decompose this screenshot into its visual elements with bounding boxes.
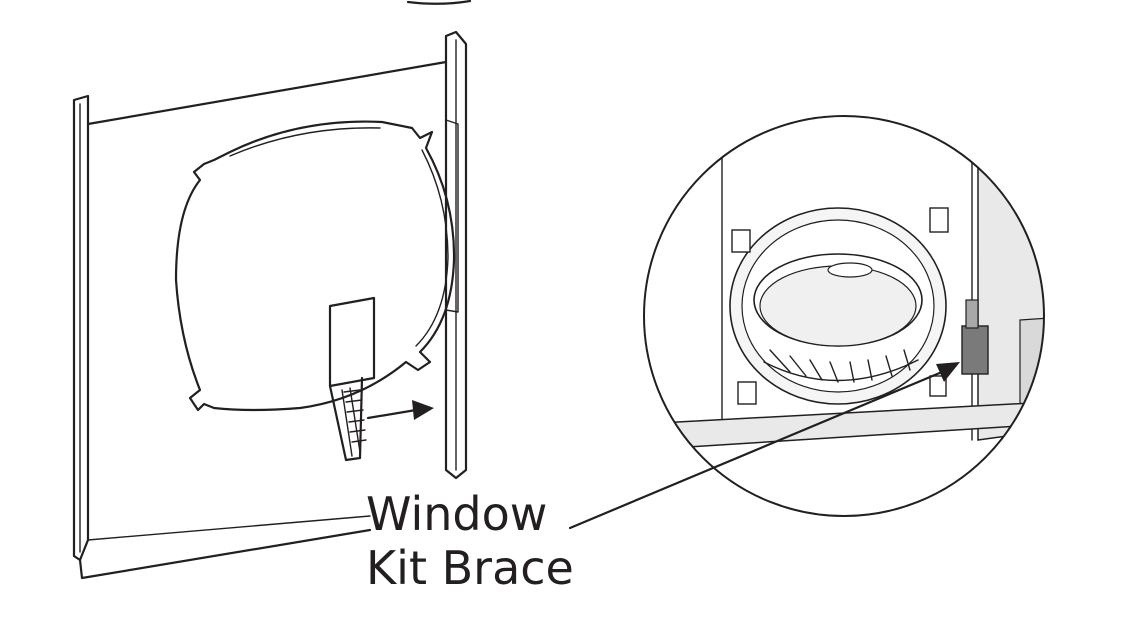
panel-top-edge <box>86 60 448 126</box>
insertion-arrow <box>366 400 434 420</box>
right-rail <box>444 30 468 480</box>
callout-label-line1: Window <box>366 487 547 541</box>
installed-brace <box>961 299 989 375</box>
detail-view <box>643 115 1045 517</box>
panel-bottom-edge <box>78 528 372 580</box>
vent-opening <box>174 120 456 412</box>
vent-ring <box>729 207 949 405</box>
window-sill <box>644 401 1044 451</box>
brace-part <box>328 296 376 462</box>
top-edge-arc <box>406 0 472 5</box>
window-panel-assembly <box>72 30 468 580</box>
callout-label-line2: Kit Brace <box>366 541 574 595</box>
left-rail <box>72 94 90 562</box>
callout-pointer <box>568 362 960 530</box>
